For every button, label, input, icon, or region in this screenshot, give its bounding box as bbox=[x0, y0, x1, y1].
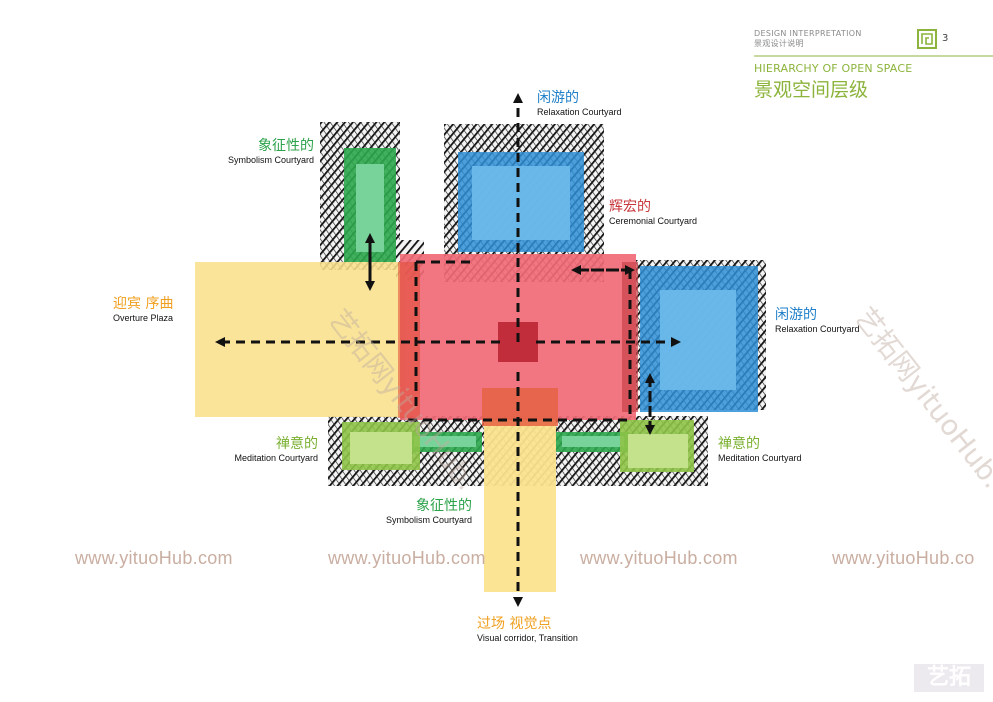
label-relax-top-cn: 闲游的 bbox=[537, 90, 579, 106]
spiral-logo-icon bbox=[917, 29, 937, 49]
label-symbol-bottom-cn: 象征性的 bbox=[416, 498, 472, 514]
label-symbol-bottom: 象征性的 Symbolism Courtyard bbox=[372, 498, 472, 526]
page-number: 3 bbox=[942, 33, 949, 44]
label-meditation-right: 禅意的 Meditation Courtyard bbox=[718, 436, 802, 464]
label-meditation-left-en: Meditation Courtyard bbox=[234, 453, 318, 463]
header-kicker-en: DESIGN INTERPRETATION bbox=[754, 29, 862, 38]
label-meditation-right-en: Meditation Courtyard bbox=[718, 453, 802, 463]
label-relax-right: 闲游的 Relaxation Courtyard bbox=[775, 307, 860, 335]
label-symbol-bottom-en: Symbolism Courtyard bbox=[385, 515, 472, 525]
label-symbol-top-en: Symbolism Courtyard bbox=[227, 155, 314, 165]
label-meditation-right-cn: 禅意的 bbox=[718, 436, 760, 452]
page-title-cn: 景观空间层级 bbox=[754, 79, 869, 101]
meditation-right-inner bbox=[628, 434, 688, 468]
circulation-arrows bbox=[215, 93, 681, 607]
label-relax-top: 闲游的 Relaxation Courtyard bbox=[537, 90, 622, 118]
label-relax-top-en: Relaxation Courtyard bbox=[537, 107, 622, 117]
label-overture: 迎宾 序曲 Overture Plaza bbox=[113, 296, 173, 324]
label-meditation-left: 禅意的 Meditation Courtyard bbox=[222, 436, 318, 464]
relax-top-inner bbox=[472, 166, 570, 240]
label-ceremonial: 辉宏的 Ceremonial Courtyard bbox=[609, 199, 697, 227]
label-symbol-top-cn: 象征性的 bbox=[258, 138, 314, 154]
watermark-corner-logo: 艺拓 bbox=[914, 664, 984, 692]
label-visual-corridor-en: Visual corridor, Transition bbox=[477, 633, 578, 643]
label-ceremonial-en: Ceremonial Courtyard bbox=[609, 216, 698, 226]
label-overture-cn: 迎宾 序曲 bbox=[113, 296, 174, 312]
relax-right-inner bbox=[660, 290, 736, 390]
header-kicker-cn: 景观设计说明 bbox=[754, 39, 804, 48]
label-symbol-top: 象征性的 Symbolism Courtyard bbox=[220, 138, 314, 166]
label-relax-right-cn: 闲游的 bbox=[775, 307, 817, 323]
symbol-bottom-right-inner bbox=[562, 436, 624, 447]
watermark-4: www.yituoHub.co bbox=[832, 548, 975, 568]
symbol-bottom-left-inner bbox=[414, 436, 476, 447]
watermark-2: www.yituoHub.com bbox=[328, 548, 486, 568]
label-overture-en: Overture Plaza bbox=[113, 313, 174, 323]
label-visual-corridor: 过场 视觉点 Visual corridor, Transition bbox=[477, 616, 578, 644]
visual-corridor-zone bbox=[484, 420, 556, 592]
meditation-left-inner bbox=[350, 432, 412, 464]
label-ceremonial-cn: 辉宏的 bbox=[609, 199, 651, 215]
label-relax-right-en: Relaxation Courtyard bbox=[775, 324, 860, 334]
watermark-1: www.yituoHub.com bbox=[75, 548, 233, 568]
label-visual-corridor-cn: 过场 视觉点 bbox=[477, 616, 552, 632]
page-title-en: HIERARCHY OF OPEN SPACE bbox=[754, 62, 913, 75]
label-meditation-left-cn: 禅意的 bbox=[276, 436, 318, 452]
watermark-3: www.yituoHub.com bbox=[580, 548, 738, 568]
